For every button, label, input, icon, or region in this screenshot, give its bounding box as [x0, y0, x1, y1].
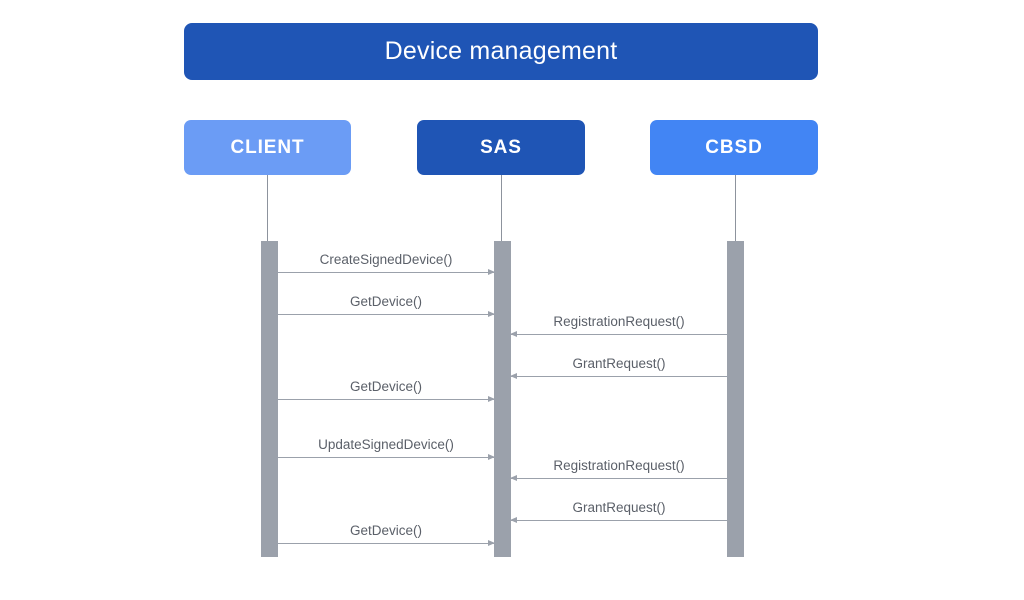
activation-bar-sas [494, 241, 511, 557]
message-line-5 [278, 399, 494, 400]
message-label-1: CreateSignedDevice() [319, 251, 453, 267]
message-line-1 [278, 272, 494, 273]
arrow-head-left-icon-3 [510, 330, 517, 337]
participant-box-sas[interactable]: SAS [417, 120, 585, 175]
message-line-3 [511, 334, 727, 335]
arrow-head-right-icon-9 [488, 539, 495, 546]
participant-label-client: CLIENT [230, 137, 305, 158]
message-line-9 [278, 543, 494, 544]
arrow-head-right-icon-2 [488, 310, 495, 317]
arrow-head-right-icon-6 [488, 453, 495, 460]
message-label-9: GetDevice() [349, 522, 422, 538]
arrow-head-right-icon-5 [488, 395, 495, 402]
arrow-head-left-icon-8 [510, 516, 517, 523]
message-label-4: GrantRequest() [572, 355, 666, 371]
lifeline-sas [501, 175, 502, 242]
message-line-2 [278, 314, 494, 315]
arrow-head-right-icon-1 [488, 268, 495, 275]
diagram-title-text: Device management [384, 37, 618, 65]
message-label-3: RegistrationRequest() [553, 313, 685, 329]
message-label-8: GrantRequest() [572, 499, 666, 515]
message-label-5: GetDevice() [349, 378, 422, 394]
message-line-4 [511, 376, 727, 377]
activation-bar-client [261, 241, 278, 557]
arrow-head-left-icon-7 [510, 474, 517, 481]
participant-label-sas: SAS [480, 137, 522, 158]
activation-bar-cbsd [727, 241, 744, 557]
participant-label-cbsd: CBSD [705, 137, 763, 158]
message-label-2: GetDevice() [349, 293, 422, 309]
message-line-8 [511, 520, 727, 521]
arrow-head-left-icon-4 [510, 372, 517, 379]
lifeline-client [267, 175, 268, 242]
message-label-7: RegistrationRequest() [553, 457, 685, 473]
message-label-6: UpdateSignedDevice() [318, 436, 454, 452]
participant-box-client[interactable]: CLIENT [184, 120, 351, 175]
message-line-7 [511, 478, 727, 479]
diagram-title-bar: Device management [184, 23, 818, 80]
participant-box-cbsd[interactable]: CBSD [650, 120, 818, 175]
lifeline-cbsd [735, 175, 736, 242]
message-line-6 [278, 457, 494, 458]
